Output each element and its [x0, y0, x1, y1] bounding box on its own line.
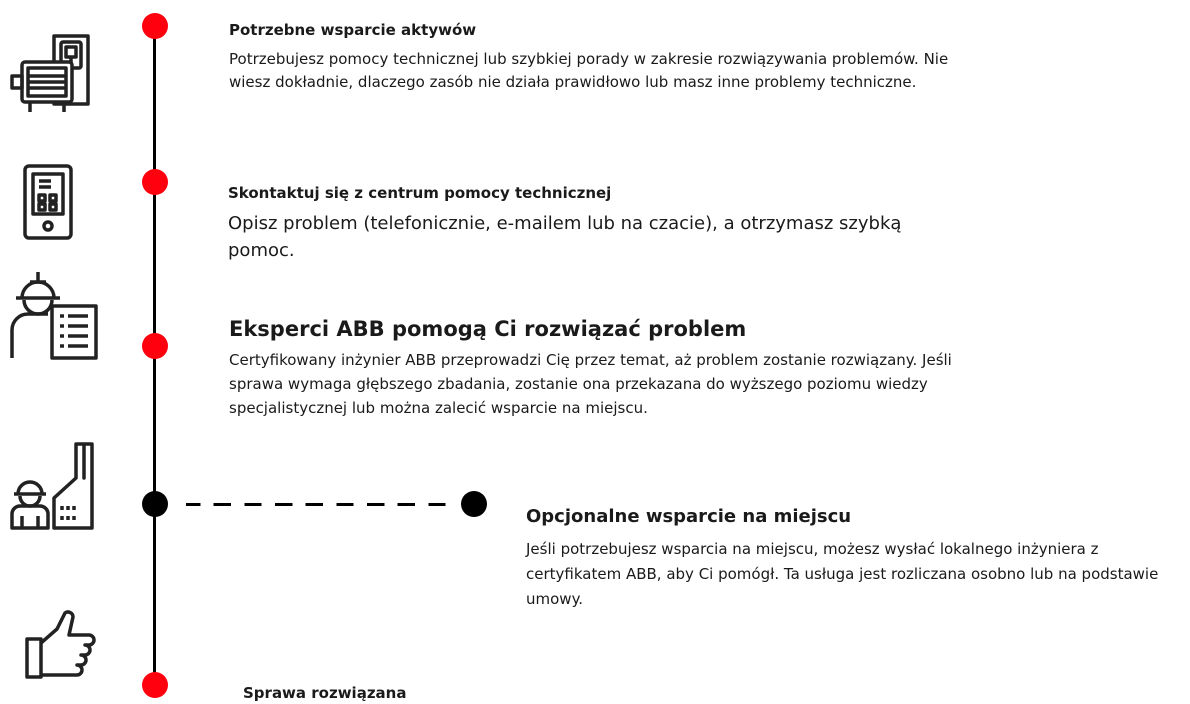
timeline-dot-5	[142, 672, 168, 698]
step-case-resolved: Sprawa rozwiązana	[243, 683, 643, 703]
timeline-dot-4	[142, 491, 168, 517]
step-onsite-support: Opcjonalne wsparcie na miejscu Jeśli pot…	[526, 505, 1190, 612]
step-description: Opisz problem (telefonicznie, e-mailem l…	[228, 213, 902, 261]
step-title: Sprawa rozwiązana	[243, 684, 407, 702]
engineer-document-icon	[8, 268, 100, 360]
timeline-dot-1	[142, 13, 168, 39]
step-title: Skontaktuj się z centrum pomocy technicz…	[228, 184, 612, 202]
engineer-factory-icon	[8, 440, 104, 530]
step-description: Certyfikowany inżynier ABB przeprowadzi …	[229, 351, 952, 417]
thumbs-up-icon	[24, 609, 100, 681]
motor-drive-icon	[8, 34, 92, 116]
step-contact-support-center: Skontaktuj się z centrum pomocy technicz…	[228, 183, 948, 264]
optional-branch-dot	[461, 491, 487, 517]
step-asset-support: Potrzebne wsparcie aktywów Potrzebujesz …	[229, 20, 949, 94]
optional-branch-dashed-line	[186, 503, 458, 506]
step-description: Jeśli potrzebujesz wsparcia na miejscu, …	[526, 540, 1159, 608]
step-title: Potrzebne wsparcie aktywów	[229, 21, 477, 39]
timeline-dot-3	[142, 333, 168, 359]
step-title: Eksperci ABB pomogą Ci rozwiązać problem	[229, 317, 747, 341]
phone-device-icon	[22, 163, 74, 241]
step-description: Potrzebujesz pomocy technicznej lub szyb…	[229, 50, 949, 91]
step-title: Opcjonalne wsparcie na miejscu	[526, 506, 852, 527]
step-abb-experts: Eksperci ABB pomogą Ci rozwiązać problem…	[229, 316, 969, 420]
timeline-dot-2	[142, 169, 168, 195]
